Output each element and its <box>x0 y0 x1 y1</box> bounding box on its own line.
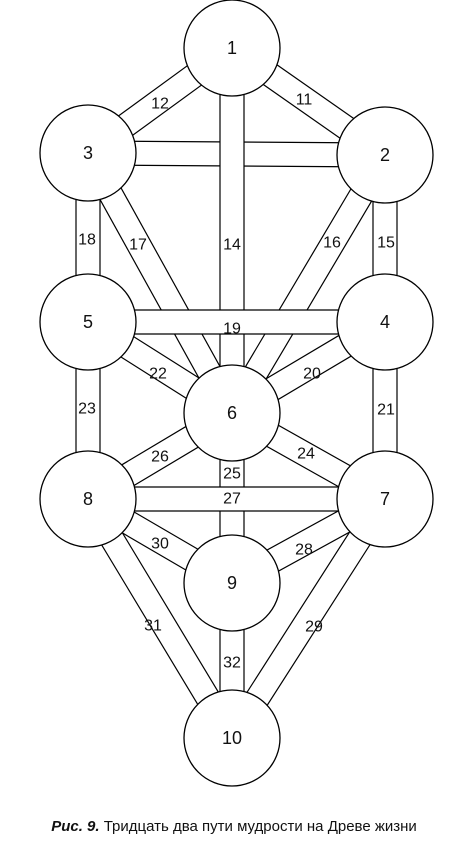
sephira-7: 7 <box>336 450 434 548</box>
path-29: 29 <box>221 492 396 745</box>
figure-caption: Рис. 9. Тридцать два пути мудрости на Др… <box>0 818 468 835</box>
path-17: 17 <box>76 146 244 420</box>
path-label: 18 <box>78 232 96 249</box>
sephira-circle <box>336 106 434 204</box>
path-label: 16 <box>323 235 341 252</box>
path-band <box>77 147 243 419</box>
sephira-number: 7 <box>380 489 390 509</box>
sephira-9: 9 <box>183 534 281 632</box>
sephira-5: 5 <box>39 273 137 371</box>
path-edge <box>97 146 244 408</box>
path-19: 19 <box>88 309 385 338</box>
sephira-number: 3 <box>83 143 93 163</box>
path-band <box>221 148 396 420</box>
path-label: 11 <box>296 92 313 109</box>
sephira-number: 8 <box>83 489 93 509</box>
sephira-2: 2 <box>336 106 434 204</box>
path-label: 17 <box>129 237 147 254</box>
path-label: 24 <box>297 446 315 463</box>
path-label: 25 <box>223 466 241 483</box>
sephira-number: 4 <box>380 312 390 332</box>
sephira-6: 6 <box>183 364 281 462</box>
sephira-circle <box>183 0 281 97</box>
sephira-circle <box>39 450 137 548</box>
sephira-4: 4 <box>336 273 434 371</box>
path-edge <box>221 148 376 408</box>
sephira-circle <box>336 273 434 371</box>
path-label: 20 <box>303 366 321 383</box>
path-band <box>77 492 243 745</box>
sephira-circle <box>39 273 137 371</box>
path-label: 22 <box>149 366 167 383</box>
sephira-10: 10 <box>183 689 281 787</box>
caption-lead: Рис. 9. <box>51 818 100 835</box>
path-label: 21 <box>377 402 395 419</box>
path-label: 29 <box>305 619 323 636</box>
path-14: 14 <box>219 48 245 413</box>
sephira-circle <box>183 364 281 462</box>
path-label: 12 <box>151 96 169 113</box>
path-label: 30 <box>151 536 169 553</box>
sephira-circle <box>183 534 281 632</box>
path-label: 26 <box>151 449 169 466</box>
path-label: 15 <box>377 235 395 252</box>
tree-of-life-diagram: 1112131415161718192021222324252627282930… <box>39 0 434 787</box>
path-label: 19 <box>223 321 241 338</box>
path-band <box>221 492 396 745</box>
sephira-circle <box>336 450 434 548</box>
path-band <box>220 48 244 413</box>
path-edge <box>241 160 396 420</box>
path-label: 32 <box>223 655 241 672</box>
path-27: 27 <box>88 486 385 512</box>
path-label: 28 <box>295 542 313 559</box>
path-label: 27 <box>223 491 241 508</box>
sephira-3: 3 <box>39 104 137 202</box>
path-edge <box>221 492 376 732</box>
path-edge <box>76 158 223 420</box>
path-band <box>88 487 385 511</box>
caption-text: Тридцать два пути мудрости на Древе жизн… <box>99 818 417 835</box>
sephira-number: 9 <box>227 573 237 593</box>
sephira-number: 5 <box>83 312 93 332</box>
path-16: 16 <box>221 148 396 420</box>
sephira-circle <box>39 104 137 202</box>
path-label: 31 <box>144 618 162 635</box>
sephira-number: 2 <box>380 145 390 165</box>
path-band <box>88 310 385 334</box>
sephira-8: 8 <box>39 450 137 548</box>
sephira-circle <box>183 689 281 787</box>
sephira-number: 1 <box>227 38 237 58</box>
sephira-number: 6 <box>227 403 237 423</box>
path-edge <box>241 505 396 745</box>
path-label: 14 <box>223 237 241 254</box>
path-label: 23 <box>78 401 96 418</box>
sephira-number: 10 <box>222 728 242 748</box>
sephira-1: 1 <box>183 0 281 97</box>
